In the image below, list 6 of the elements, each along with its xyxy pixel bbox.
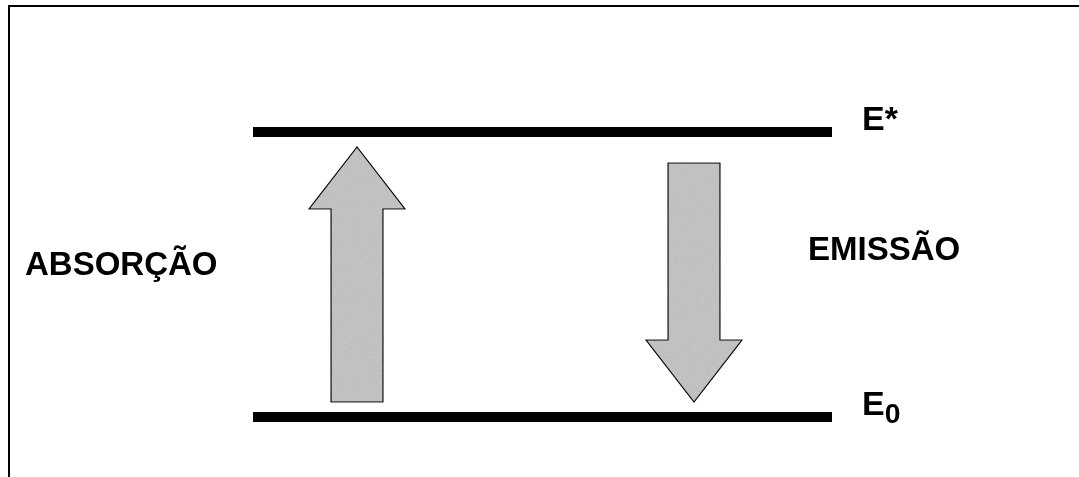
block-arrow — [307, 146, 407, 403]
block-arrow — [644, 162, 744, 403]
energy-level-label: E* — [862, 99, 898, 138]
edge-label: EMISSÃO — [808, 230, 961, 268]
energy-level-label: E$_{0}$ — [862, 384, 901, 430]
edge-label: ABSORÇÃO — [25, 245, 218, 283]
